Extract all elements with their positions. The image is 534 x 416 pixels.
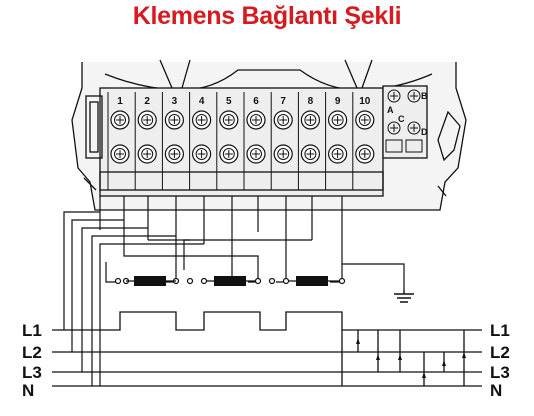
terminal-1: 1 <box>107 92 130 190</box>
terminal-10: 10 <box>352 92 375 190</box>
phase-wiring <box>63 211 405 386</box>
terminal-3: 3 <box>161 92 184 190</box>
fuse-marks <box>356 338 466 378</box>
terminal-number-label: 9 <box>335 96 341 107</box>
terminal-number-label: 3 <box>172 96 178 107</box>
terminal-number-label: 1 <box>117 96 123 107</box>
phase-label-left-l3: L3 <box>22 363 42 382</box>
aux-terminal-label-a: A <box>387 105 394 115</box>
terminal-wires <box>99 196 343 282</box>
terminal-8: 8 <box>297 92 320 190</box>
current-transformer-icon <box>114 276 346 286</box>
terminal-2: 2 <box>134 92 157 190</box>
terminal-number-label: 10 <box>359 96 371 107</box>
aux-terminal-label-d: D <box>421 127 428 137</box>
meter-terminal-block <box>71 59 467 211</box>
terminal-5: 5 <box>216 92 239 190</box>
terminal-number-label: 6 <box>253 96 259 107</box>
terminal-7: 7 <box>270 92 293 190</box>
phase-label-left-l1: L1 <box>22 321 42 340</box>
phase-lines <box>52 311 482 387</box>
terminal-number-label: 2 <box>144 96 150 107</box>
aux-terminal-label-b: B <box>421 91 428 101</box>
aux-terminal-label-c: C <box>398 114 405 124</box>
ground-icon <box>394 290 414 303</box>
page-title: Klemens Bağlantı Şekli <box>132 2 402 30</box>
phase-label-left-l2: L2 <box>22 343 42 362</box>
phase-label-right-l2: L2 <box>490 343 510 362</box>
terminal-number-label: 8 <box>308 96 314 107</box>
aux-terminal-block <box>385 89 423 153</box>
phase-label-left-n: N <box>22 381 34 400</box>
terminal-9: 9 <box>325 92 348 190</box>
phase-label-right-n: N <box>490 381 502 400</box>
terminal-number-label: 7 <box>280 96 286 107</box>
phase-label-right-l3: L3 <box>490 363 510 382</box>
terminal-6: 6 <box>243 92 266 190</box>
phase-label-right-l1: L1 <box>490 321 510 340</box>
terminal-number-label: 4 <box>199 96 205 107</box>
terminal-4: 4 <box>189 92 212 190</box>
terminal-number-label: 5 <box>226 96 232 107</box>
